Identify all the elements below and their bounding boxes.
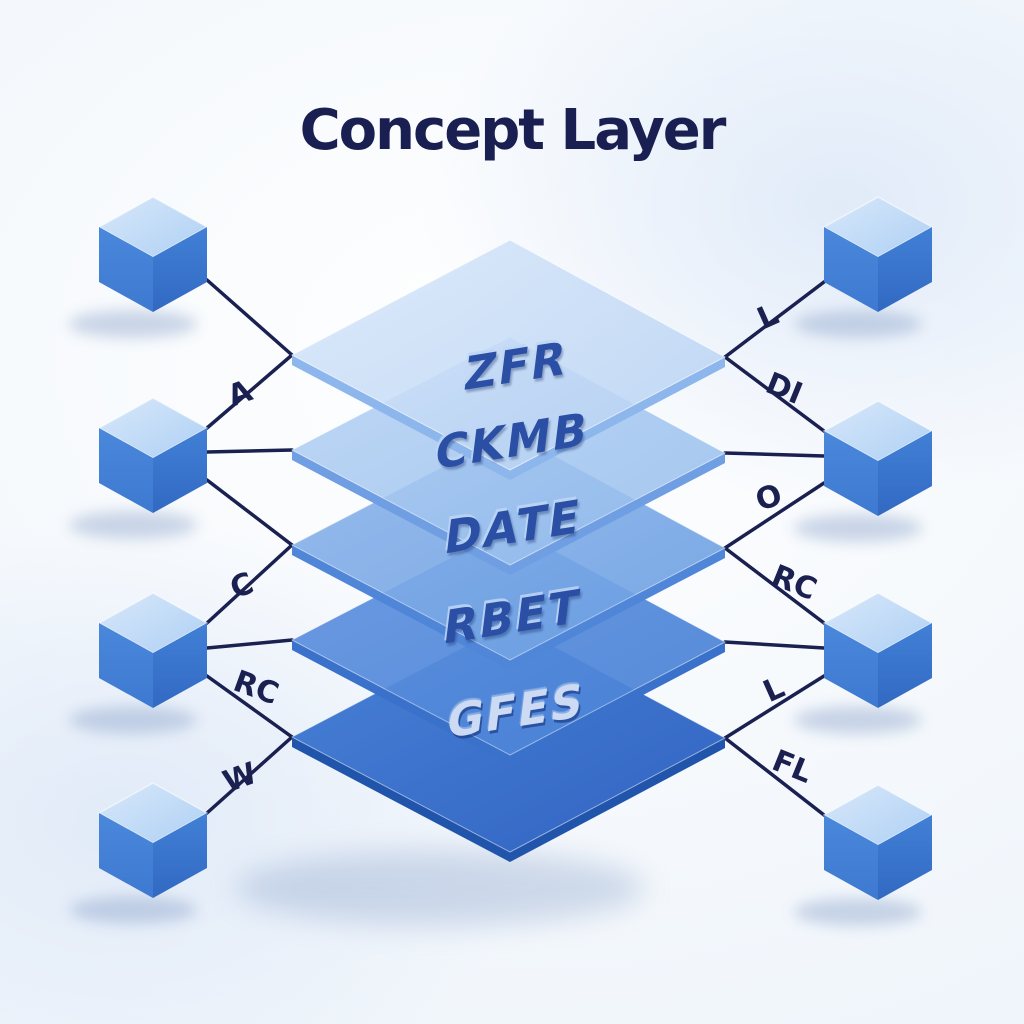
connector-line-c — [205, 543, 294, 625]
connector-line-a — [205, 353, 294, 430]
cube-left-1 — [97, 196, 209, 312]
cube-left-face — [99, 813, 153, 898]
connector-lines — [205, 278, 826, 817]
stack-shadow — [235, 850, 645, 926]
connector-line-left-cube2-layer3 — [205, 478, 294, 547]
cube-shadow — [69, 896, 197, 924]
cube-shadow — [69, 706, 197, 734]
cube-left-2 — [97, 397, 209, 513]
connector-line-l-top — [723, 280, 826, 359]
cube-left-face — [824, 431, 878, 516]
cube-right-3 — [822, 592, 934, 708]
cube-right-1 — [822, 196, 934, 312]
page-title: Concept Layer — [299, 98, 727, 163]
connector-line-left-cube3-layer4 — [205, 638, 294, 650]
connector-line-w — [205, 735, 294, 815]
cube-right-face — [878, 431, 932, 516]
cube-shadow — [794, 514, 922, 542]
cube-left-face — [99, 227, 153, 312]
connector-line-rc-left — [205, 674, 294, 739]
cube-shadow — [69, 310, 197, 338]
cube-right-face — [153, 813, 207, 898]
cube-shadow — [794, 310, 922, 338]
cube-shadow — [794, 706, 922, 734]
cube-right-4 — [822, 784, 934, 900]
cube-right-face — [153, 428, 207, 513]
connector-line-left-cube2-layer2 — [205, 448, 294, 454]
cube-shadow — [794, 898, 922, 926]
cube-left-face — [99, 623, 153, 708]
cube-left-3 — [97, 592, 209, 708]
connector-line-fl — [723, 736, 826, 817]
connector-line-left-cube1-layer1 — [205, 278, 294, 357]
cube-right-face — [878, 227, 932, 312]
cube-right-face — [878, 623, 932, 708]
connector-line-l-bottom — [723, 674, 826, 740]
connector-line-right-cube3-layer4 — [723, 640, 826, 650]
connector-line-o — [723, 481, 826, 550]
connector-line-rc-right — [723, 546, 826, 625]
cube-left-face — [824, 623, 878, 708]
cube-shadow — [69, 511, 197, 539]
layer-1-surface — [290, 239, 727, 471]
connector-line-di — [723, 355, 826, 433]
cube-left-4 — [97, 782, 209, 898]
cube-left-face — [99, 428, 153, 513]
connector-line-right-cube2-layer2 — [723, 451, 826, 458]
cube-left-face — [824, 227, 878, 312]
layer-1 — [290, 239, 727, 480]
cube-left-face — [824, 815, 878, 900]
cube-right-2 — [822, 400, 934, 516]
cube-right-face — [153, 623, 207, 708]
cube-shadows — [69, 310, 922, 926]
cube-right-face — [153, 227, 207, 312]
cube-right-face — [878, 815, 932, 900]
